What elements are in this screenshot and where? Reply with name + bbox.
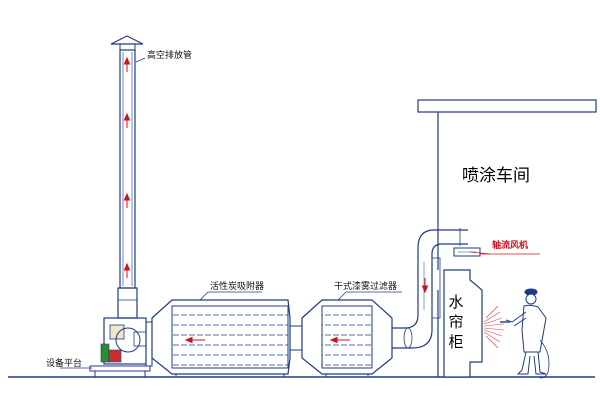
label-leaders — [135, 57, 540, 293]
label-stack: 高空排放管 — [147, 51, 193, 61]
adsorber-legs — [175, 374, 285, 377]
label-dry-filter: 干式漆雾过滤器 — [334, 282, 398, 292]
label-water-curtain: 水帘柜 — [448, 293, 464, 351]
paint-mist-spray — [483, 305, 505, 349]
centrifugal-fan-icon — [100, 317, 153, 367]
label-carbon-adsorber: 活性炭吸附器 — [210, 282, 265, 292]
axial-fan — [453, 247, 491, 257]
label-axial-fan: 轴流风机 — [492, 241, 529, 251]
dry-paint-mist-filter — [301, 291, 393, 377]
painter-icon — [500, 288, 550, 379]
equipment-platform — [60, 365, 151, 377]
label-platform: 设备平台 — [46, 359, 83, 369]
exhaust-stack — [110, 35, 144, 319]
stack-flow-arrows — [123, 56, 131, 278]
duct-flow-arrows — [184, 278, 429, 344]
activated-carbon-adsorber — [151, 291, 291, 377]
label-paint-room: 喷涂车间 — [462, 166, 530, 186]
spray-booth-building — [417, 99, 597, 377]
connecting-duct — [289, 325, 303, 351]
water-curtain-cabinet — [443, 269, 505, 378]
